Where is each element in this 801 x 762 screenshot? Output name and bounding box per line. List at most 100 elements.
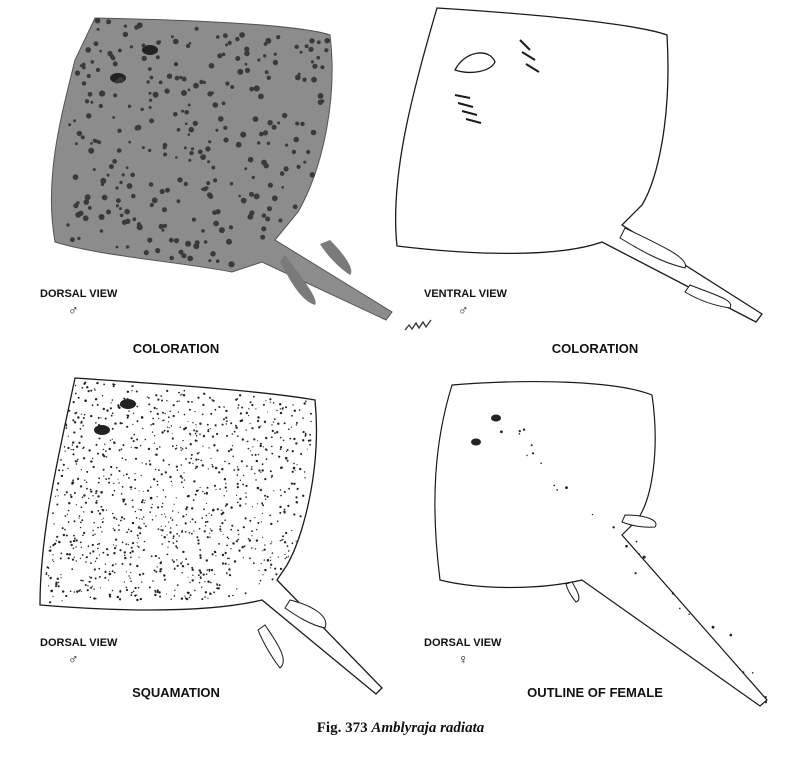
spot — [154, 435, 156, 437]
spot — [236, 501, 239, 504]
spot — [153, 406, 156, 410]
spot — [70, 543, 73, 547]
spot — [119, 422, 122, 425]
spot — [149, 463, 152, 466]
spot — [129, 45, 133, 49]
panel-caption: SQUAMATION — [132, 685, 220, 700]
spot — [172, 535, 175, 538]
spot — [136, 545, 138, 547]
spot — [159, 188, 165, 195]
spot — [253, 85, 260, 92]
spot — [295, 496, 298, 499]
spot — [194, 439, 197, 442]
spot — [235, 56, 241, 61]
spot — [81, 65, 86, 70]
spot — [172, 510, 174, 512]
spot — [131, 499, 134, 502]
spot — [221, 562, 225, 565]
spot — [113, 571, 116, 574]
spot — [92, 495, 94, 497]
spot — [237, 68, 244, 75]
spot — [264, 478, 267, 481]
spot — [86, 113, 92, 119]
spot — [205, 559, 208, 562]
spot — [230, 506, 233, 509]
spot — [183, 146, 187, 150]
spot — [142, 572, 145, 575]
spot — [262, 130, 269, 136]
spot — [255, 408, 257, 410]
spot — [164, 88, 170, 94]
spot — [235, 36, 240, 42]
spot — [163, 578, 166, 581]
spot — [152, 422, 155, 426]
spot — [192, 422, 194, 424]
sex-symbol: ♂ — [68, 651, 79, 667]
spot — [117, 128, 122, 133]
spot — [167, 416, 170, 419]
spot — [214, 424, 217, 427]
spot — [158, 417, 160, 419]
spot — [118, 207, 122, 211]
spot — [269, 514, 272, 517]
spot — [138, 573, 141, 576]
spot — [82, 425, 84, 427]
spot — [99, 526, 102, 528]
spot — [136, 599, 138, 601]
spot — [90, 460, 93, 463]
spot — [54, 495, 57, 497]
spot — [173, 112, 178, 117]
spot — [106, 409, 109, 412]
spot — [60, 574, 62, 576]
spot — [229, 182, 234, 186]
spot — [223, 125, 228, 130]
spot — [274, 432, 276, 434]
spot — [193, 429, 196, 432]
panel-caption: COLORATION — [551, 341, 639, 356]
spot — [159, 446, 161, 448]
spot — [75, 546, 77, 548]
spot — [105, 478, 108, 480]
spot — [281, 407, 284, 410]
spot — [181, 253, 187, 259]
spot — [237, 404, 240, 406]
spot — [162, 411, 164, 414]
spot — [72, 479, 75, 482]
spot — [215, 209, 221, 215]
spot — [75, 463, 78, 465]
spot — [247, 447, 250, 450]
spot — [55, 581, 58, 584]
spot — [265, 400, 267, 402]
spot — [199, 556, 202, 560]
spot — [151, 519, 154, 521]
spot — [82, 579, 84, 582]
spot — [112, 385, 115, 388]
spot — [193, 82, 199, 89]
spot — [210, 251, 216, 257]
spot — [233, 469, 236, 471]
spot — [190, 434, 192, 436]
spot — [206, 569, 208, 571]
spot — [201, 229, 205, 233]
spot — [216, 508, 219, 511]
spot — [82, 457, 86, 460]
spot — [180, 562, 183, 565]
spot — [198, 527, 201, 530]
spot — [230, 548, 232, 550]
spot — [218, 471, 221, 474]
spot — [150, 555, 153, 558]
spot — [201, 586, 203, 588]
spot — [207, 160, 211, 164]
spot — [67, 521, 70, 523]
spot — [140, 474, 142, 477]
spot — [213, 444, 216, 447]
spot — [202, 445, 204, 447]
spot — [130, 594, 133, 597]
pelvic-fin — [320, 240, 352, 275]
spot — [60, 474, 64, 478]
spot — [186, 591, 189, 594]
spot — [101, 519, 103, 520]
spot — [224, 519, 226, 521]
spot — [252, 395, 255, 398]
spot — [80, 135, 85, 140]
